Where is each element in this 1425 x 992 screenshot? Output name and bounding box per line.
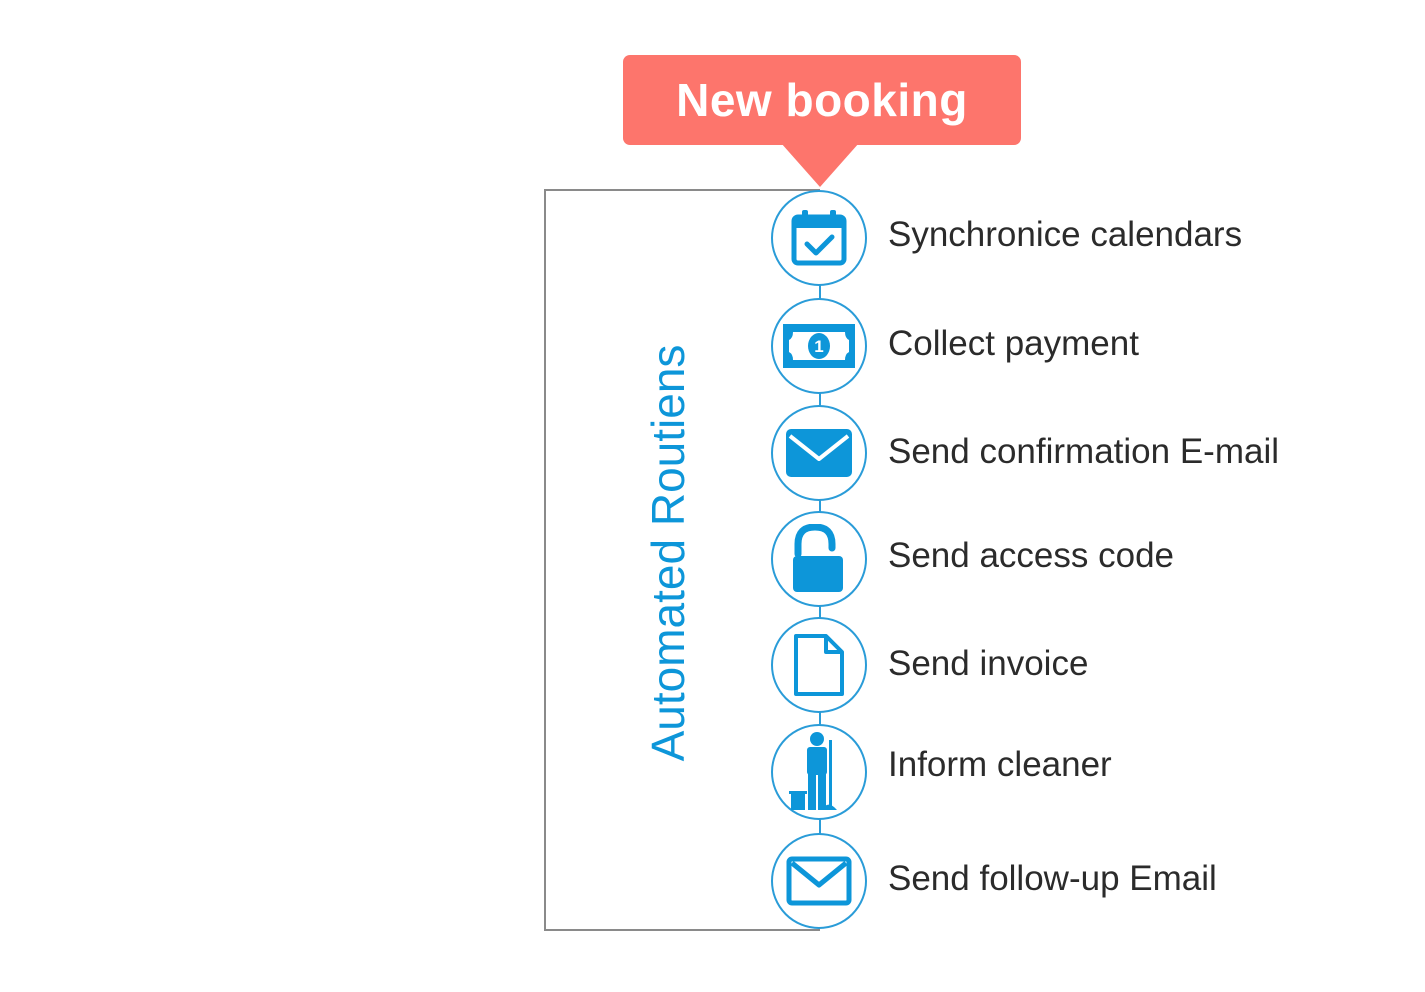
- automation-group-label: Automated Routiens: [642, 344, 694, 762]
- step-5-circle: [771, 617, 867, 713]
- envelope-outline-icon: [786, 856, 852, 906]
- step-7-label: Send follow-up Email: [888, 859, 1217, 898]
- automation-group-bracket: [544, 189, 820, 931]
- calendar-check-icon: [791, 210, 847, 266]
- step-5-label: Send invoice: [888, 644, 1089, 683]
- step-3-circle: [771, 405, 867, 501]
- new-booking-callout: New booking: [623, 55, 1021, 145]
- envelope-icon: [786, 429, 852, 477]
- step-2-circle: 1: [771, 298, 867, 394]
- step-1-circle: [771, 190, 867, 286]
- callout-label: New booking: [676, 74, 968, 126]
- step-1-label: Synchronice calendars: [888, 215, 1243, 254]
- step-3-label: Send confirmation E-mail: [888, 432, 1279, 471]
- svg-text:1: 1: [814, 337, 823, 356]
- step-7-circle: [771, 833, 867, 929]
- cleaner-icon: [789, 732, 837, 810]
- banknote-icon: 1: [783, 324, 855, 368]
- step-6-label: Inform cleaner: [888, 745, 1112, 784]
- step-4-circle: [771, 511, 867, 607]
- step-2-label: Collect payment: [888, 324, 1139, 363]
- callout-pointer: [781, 143, 859, 187]
- document-icon: [794, 634, 844, 696]
- step-6-circle: [771, 724, 867, 820]
- step-4-label: Send access code: [888, 536, 1175, 575]
- unlocked-padlock-icon: [793, 524, 843, 592]
